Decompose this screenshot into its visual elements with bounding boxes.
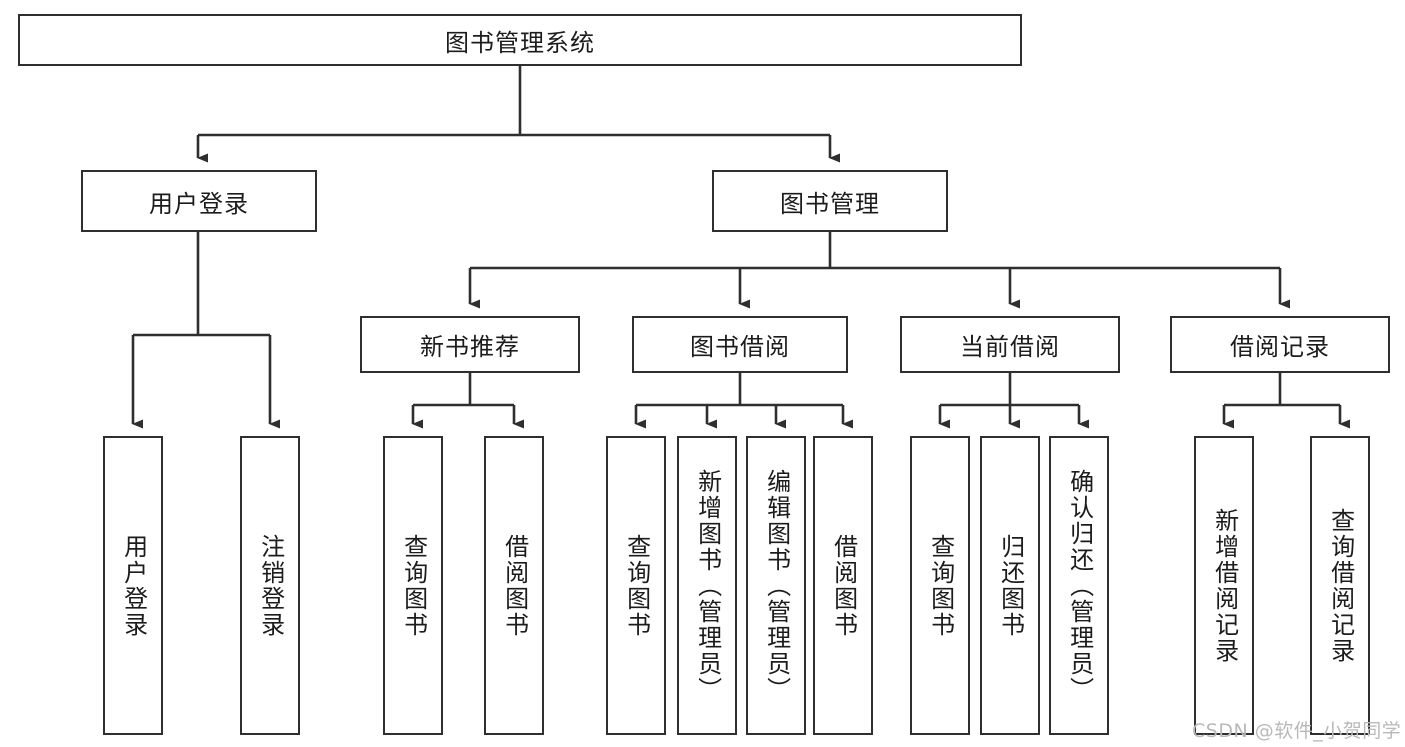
leaf-edit-book[interactable]: 编辑图书（管理员） [746, 436, 806, 735]
node-label: 新增图书（管理员） [693, 468, 722, 703]
node-label: 借阅记录 [1230, 333, 1330, 361]
node-label: 确认归还（管理员） [1065, 468, 1094, 703]
node-current-borrow[interactable]: 当前借阅 [900, 316, 1120, 373]
node-label: 查询图书 [399, 533, 428, 638]
csdn-watermark: CSDN @软件_小贺同学 [1192, 720, 1402, 742]
node-label: 借阅图书 [500, 533, 529, 638]
node-label: 查询图书 [622, 533, 651, 638]
node-label: 编辑图书（管理员） [762, 468, 791, 703]
node-label: 用户登录 [119, 533, 148, 638]
node-label: 当前借阅 [960, 333, 1060, 361]
node-label: 新增借阅记录 [1210, 507, 1239, 664]
leaf-borrow-book-2[interactable]: 借阅图书 [813, 436, 873, 735]
node-label: 借阅图书 [829, 533, 858, 638]
node-user-login[interactable]: 用户登录 [81, 170, 317, 232]
leaf-borrow-book-1[interactable]: 借阅图书 [484, 436, 544, 735]
leaf-query-book-3[interactable]: 查询图书 [910, 436, 970, 735]
leaf-add-book[interactable]: 新增图书（管理员） [677, 436, 737, 735]
leaf-query-book-2[interactable]: 查询图书 [606, 436, 666, 735]
leaf-logout-login[interactable]: 注销登录 [240, 436, 300, 735]
node-book-borrow[interactable]: 图书借阅 [632, 316, 848, 373]
node-label: 用户登录 [149, 189, 249, 218]
node-borrow-record[interactable]: 借阅记录 [1170, 316, 1390, 373]
node-label: 图书借阅 [690, 333, 790, 361]
node-label: 归还图书 [996, 533, 1025, 638]
node-new-book-recommend[interactable]: 新书推荐 [360, 316, 580, 373]
leaf-query-record[interactable]: 查询借阅记录 [1310, 436, 1370, 735]
node-label: 新书推荐 [420, 333, 520, 361]
leaf-return-book[interactable]: 归还图书 [980, 436, 1040, 735]
node-label: 查询图书 [926, 533, 955, 638]
node-label: 图书管理 [780, 189, 880, 218]
node-book-management[interactable]: 图书管理 [712, 170, 948, 232]
node-label: 查询借阅记录 [1326, 507, 1355, 664]
leaf-confirm-return[interactable]: 确认归还（管理员） [1049, 436, 1109, 735]
node-label: 注销登录 [256, 533, 285, 638]
leaf-add-record[interactable]: 新增借阅记录 [1194, 436, 1254, 735]
node-root-system[interactable]: 图书管理系统 [18, 14, 1022, 66]
leaf-query-book-1[interactable]: 查询图书 [383, 436, 443, 735]
leaf-user-login[interactable]: 用户登录 [103, 436, 163, 735]
node-label: 图书管理系统 [445, 28, 595, 57]
